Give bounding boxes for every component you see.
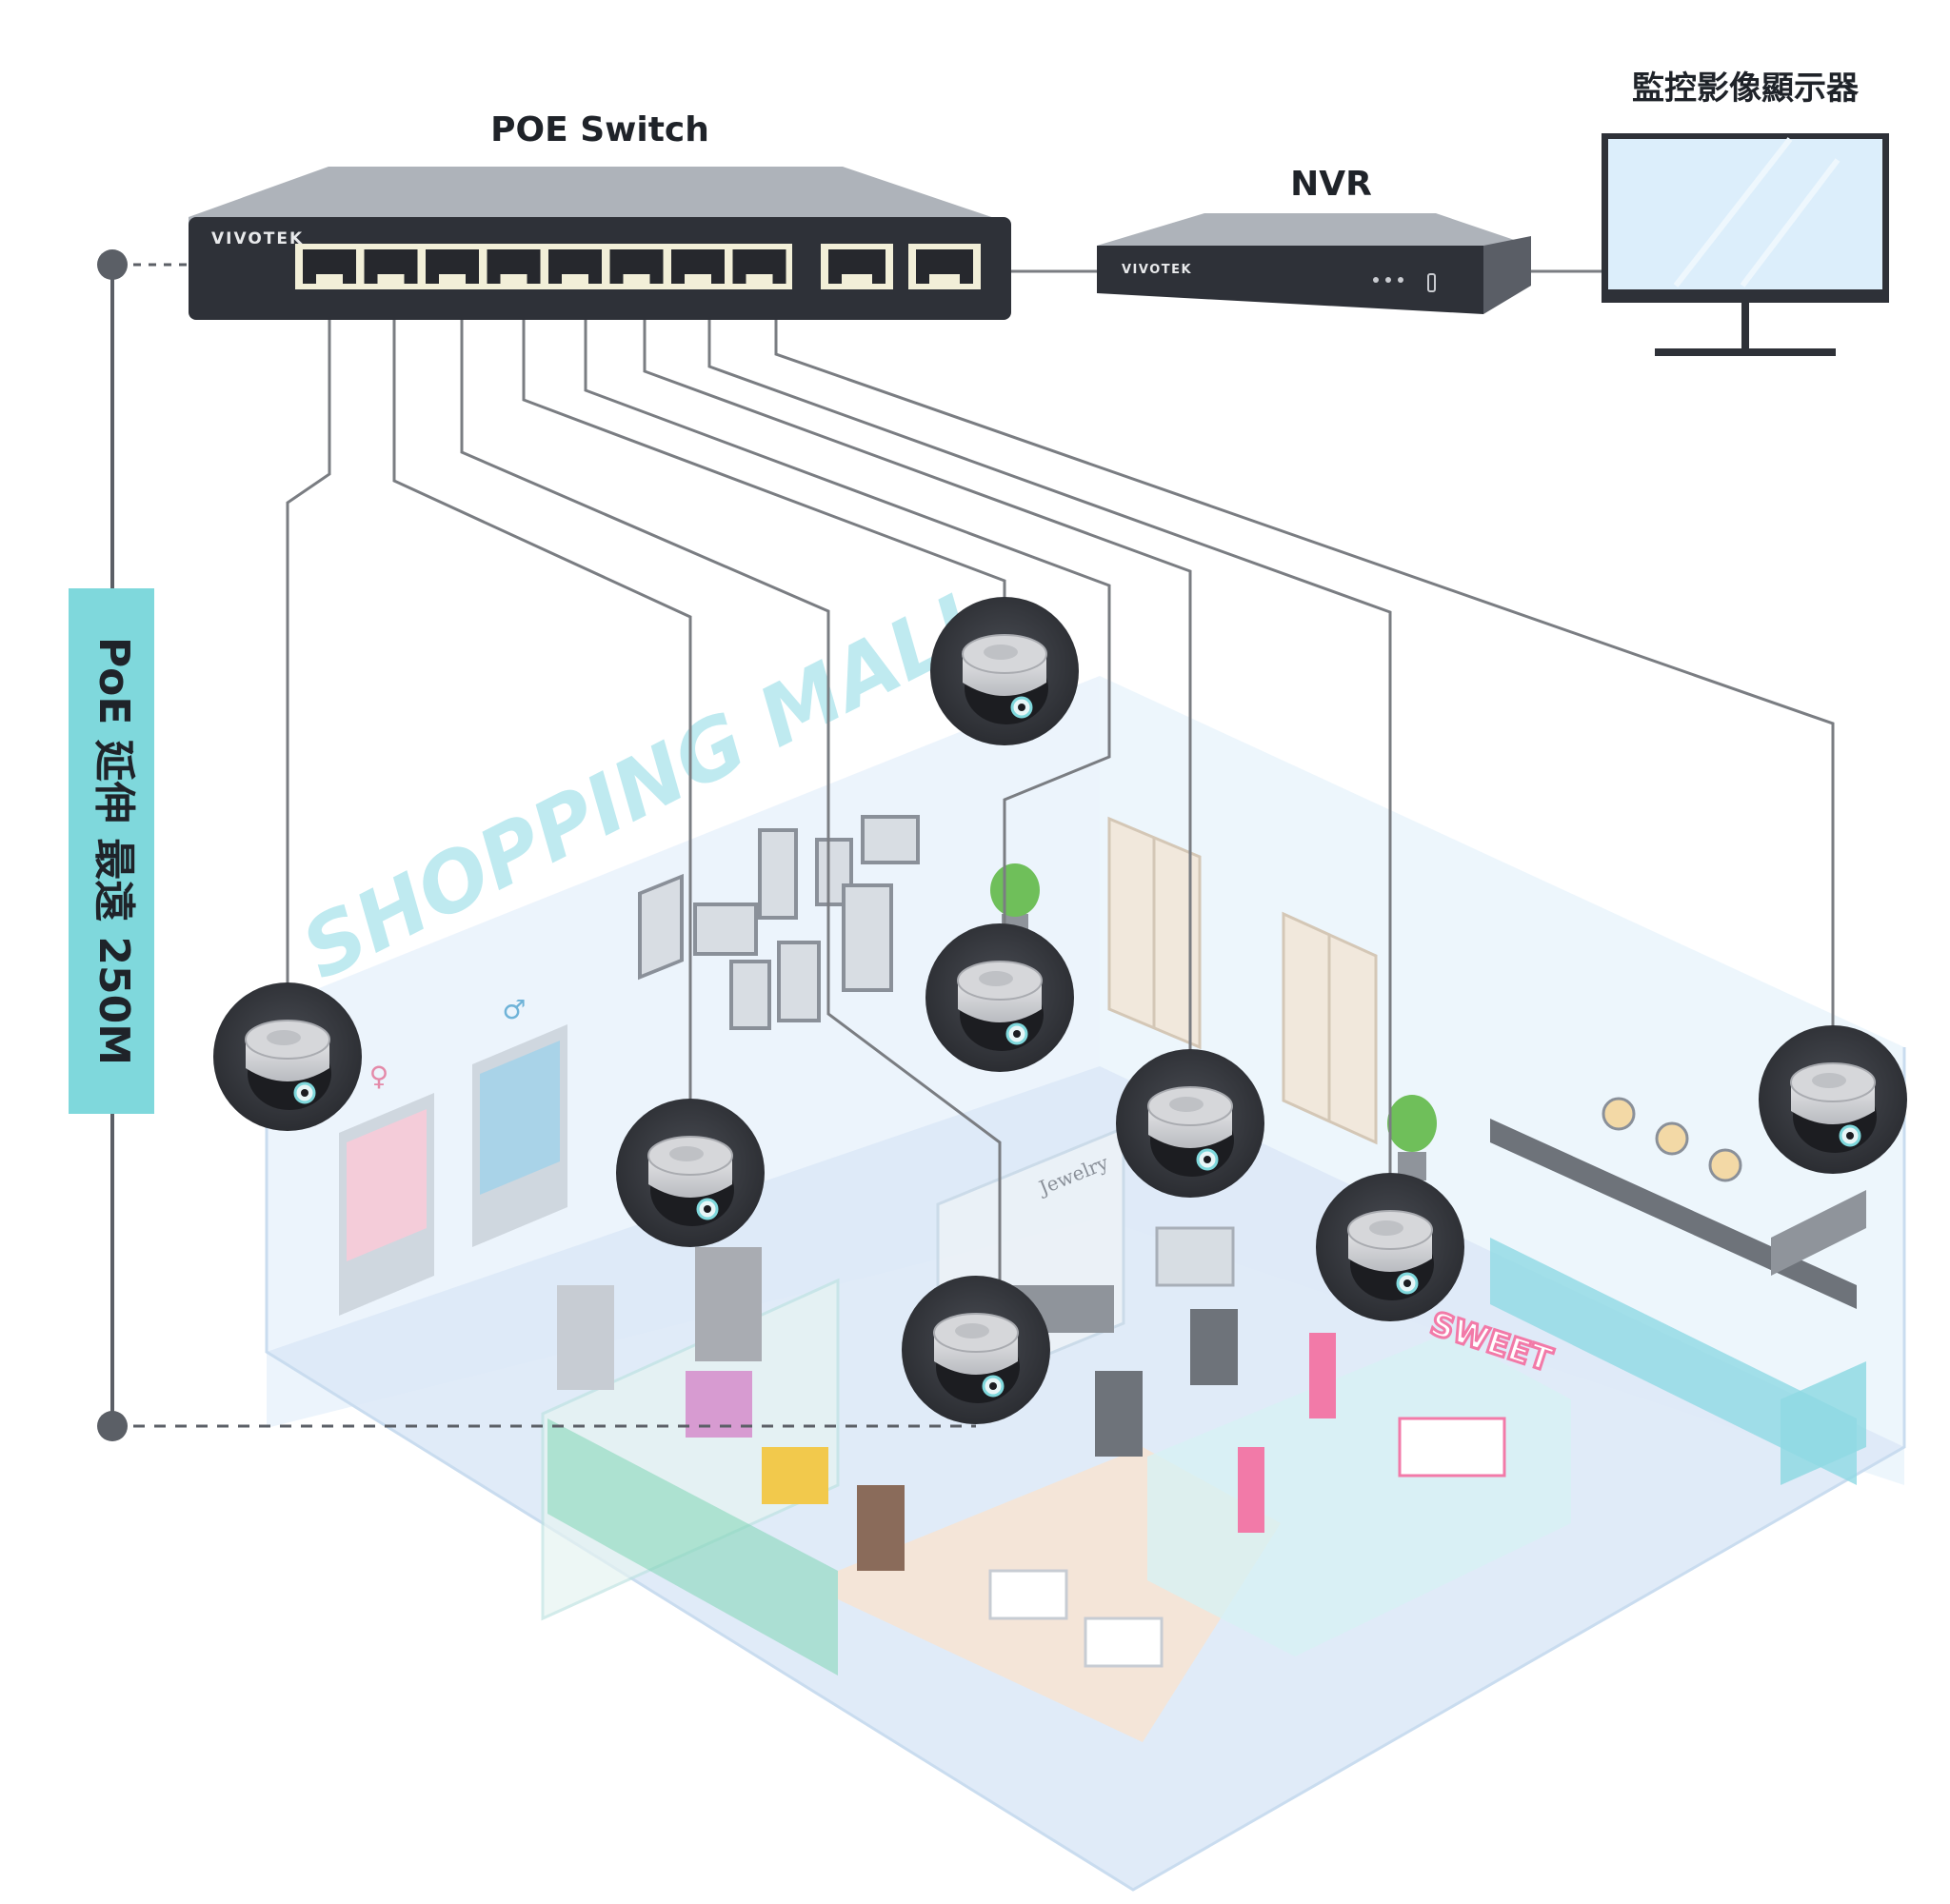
cable-4 <box>522 319 1006 600</box>
dome-camera <box>616 1099 765 1247</box>
clothing-store <box>541 1247 840 1676</box>
poe-port <box>426 249 479 284</box>
poe-port <box>364 249 418 284</box>
camera-cap-logo <box>669 1146 704 1161</box>
dome-camera <box>213 982 362 1131</box>
cable-5 <box>584 319 1111 938</box>
distance-top-dot <box>97 249 128 280</box>
nvr-led-2 <box>1385 277 1391 283</box>
nvr-front <box>1097 246 1483 314</box>
distance-badge: PoE 延伸 最遠 250M <box>90 637 138 1065</box>
elevator-1 <box>1107 816 1202 1050</box>
poe-port <box>609 249 664 284</box>
elevator-2 <box>1282 911 1378 1145</box>
camera-lens-center <box>989 1382 997 1390</box>
sweet-shop: SWEET <box>1147 1303 1571 1656</box>
switch-top <box>189 167 1011 224</box>
dome-camera <box>902 1276 1050 1424</box>
switch-ports <box>295 244 981 289</box>
poe-port <box>487 249 541 284</box>
poe-port <box>732 249 786 284</box>
camera-lens-center <box>1403 1279 1411 1287</box>
camera-lens-center <box>301 1089 308 1097</box>
reception-counter <box>1490 1119 1866 1485</box>
mall-outline <box>265 1009 1906 1892</box>
svg-text:♀: ♀ <box>369 1061 389 1092</box>
camera-cap-logo <box>1812 1073 1846 1088</box>
camera-lens-center <box>1013 1030 1021 1038</box>
cable-1 <box>286 319 331 990</box>
uplink-port <box>821 244 893 289</box>
picture-frames <box>638 815 920 1030</box>
nvr-logo: VIVOTEK <box>1122 263 1192 277</box>
nvr-usb-port <box>1427 273 1436 292</box>
camera-cap-logo <box>1369 1220 1403 1236</box>
nvr-side <box>1483 236 1531 314</box>
cable-2 <box>392 319 692 1109</box>
camera-cap-logo <box>984 645 1018 660</box>
restroom-men-door: ♂ <box>472 994 567 1247</box>
plant-2 <box>1387 1095 1437 1180</box>
nvr-label: NVR <box>1290 165 1372 204</box>
camera-lens-center <box>1018 704 1025 711</box>
poe-switch-label: POE Switch <box>490 110 709 149</box>
restroom-women-door: ♀ <box>339 1061 434 1316</box>
cameras <box>213 597 1907 1424</box>
distance-indicator: PoE 延伸 最遠 250M <box>69 249 976 1441</box>
cable-8 <box>774 319 1835 1038</box>
dome-camera <box>930 597 1079 745</box>
camera-cap-logo <box>267 1030 301 1045</box>
monitor <box>1602 133 1889 356</box>
distance-badge-bg <box>69 588 154 1114</box>
poe-switch: VIVOTEK <box>189 167 1011 320</box>
poe-port <box>671 249 725 284</box>
dome-camera <box>1316 1173 1464 1321</box>
distance-bottom-dot <box>97 1411 128 1441</box>
camera-lens-center <box>1846 1132 1854 1140</box>
monitor-base <box>1655 348 1836 356</box>
switch-logo: VIVOTEK <box>211 229 304 248</box>
monitor-label: 監控影像顯示器 <box>1632 69 1860 108</box>
uplink-port <box>908 244 981 289</box>
monitor-screen <box>1608 139 1882 289</box>
camera-lens-center <box>704 1205 711 1213</box>
cables <box>286 269 1835 1314</box>
cable-6 <box>643 319 1192 1066</box>
dome-camera <box>1116 1049 1264 1198</box>
nvr: VIVOTEK <box>1097 213 1531 314</box>
nvr-led-3 <box>1398 277 1403 283</box>
dome-camera <box>1759 1025 1907 1174</box>
dome-camera <box>925 923 1074 1072</box>
nvr-led-1 <box>1373 277 1379 283</box>
cable-7 <box>707 319 1392 1185</box>
poe-port <box>548 249 602 284</box>
svg-text:♂: ♂ <box>502 994 526 1025</box>
nvr-top <box>1097 213 1531 246</box>
cable-3 <box>460 319 1002 1314</box>
monitor-neck <box>1741 303 1749 350</box>
poe-port <box>303 249 356 284</box>
camera-cap-logo <box>979 971 1013 986</box>
camera-cap-logo <box>955 1323 989 1339</box>
wall-clocks <box>1602 1097 1742 1182</box>
camera-cap-logo <box>1169 1097 1204 1112</box>
camera-lens-center <box>1204 1156 1211 1163</box>
